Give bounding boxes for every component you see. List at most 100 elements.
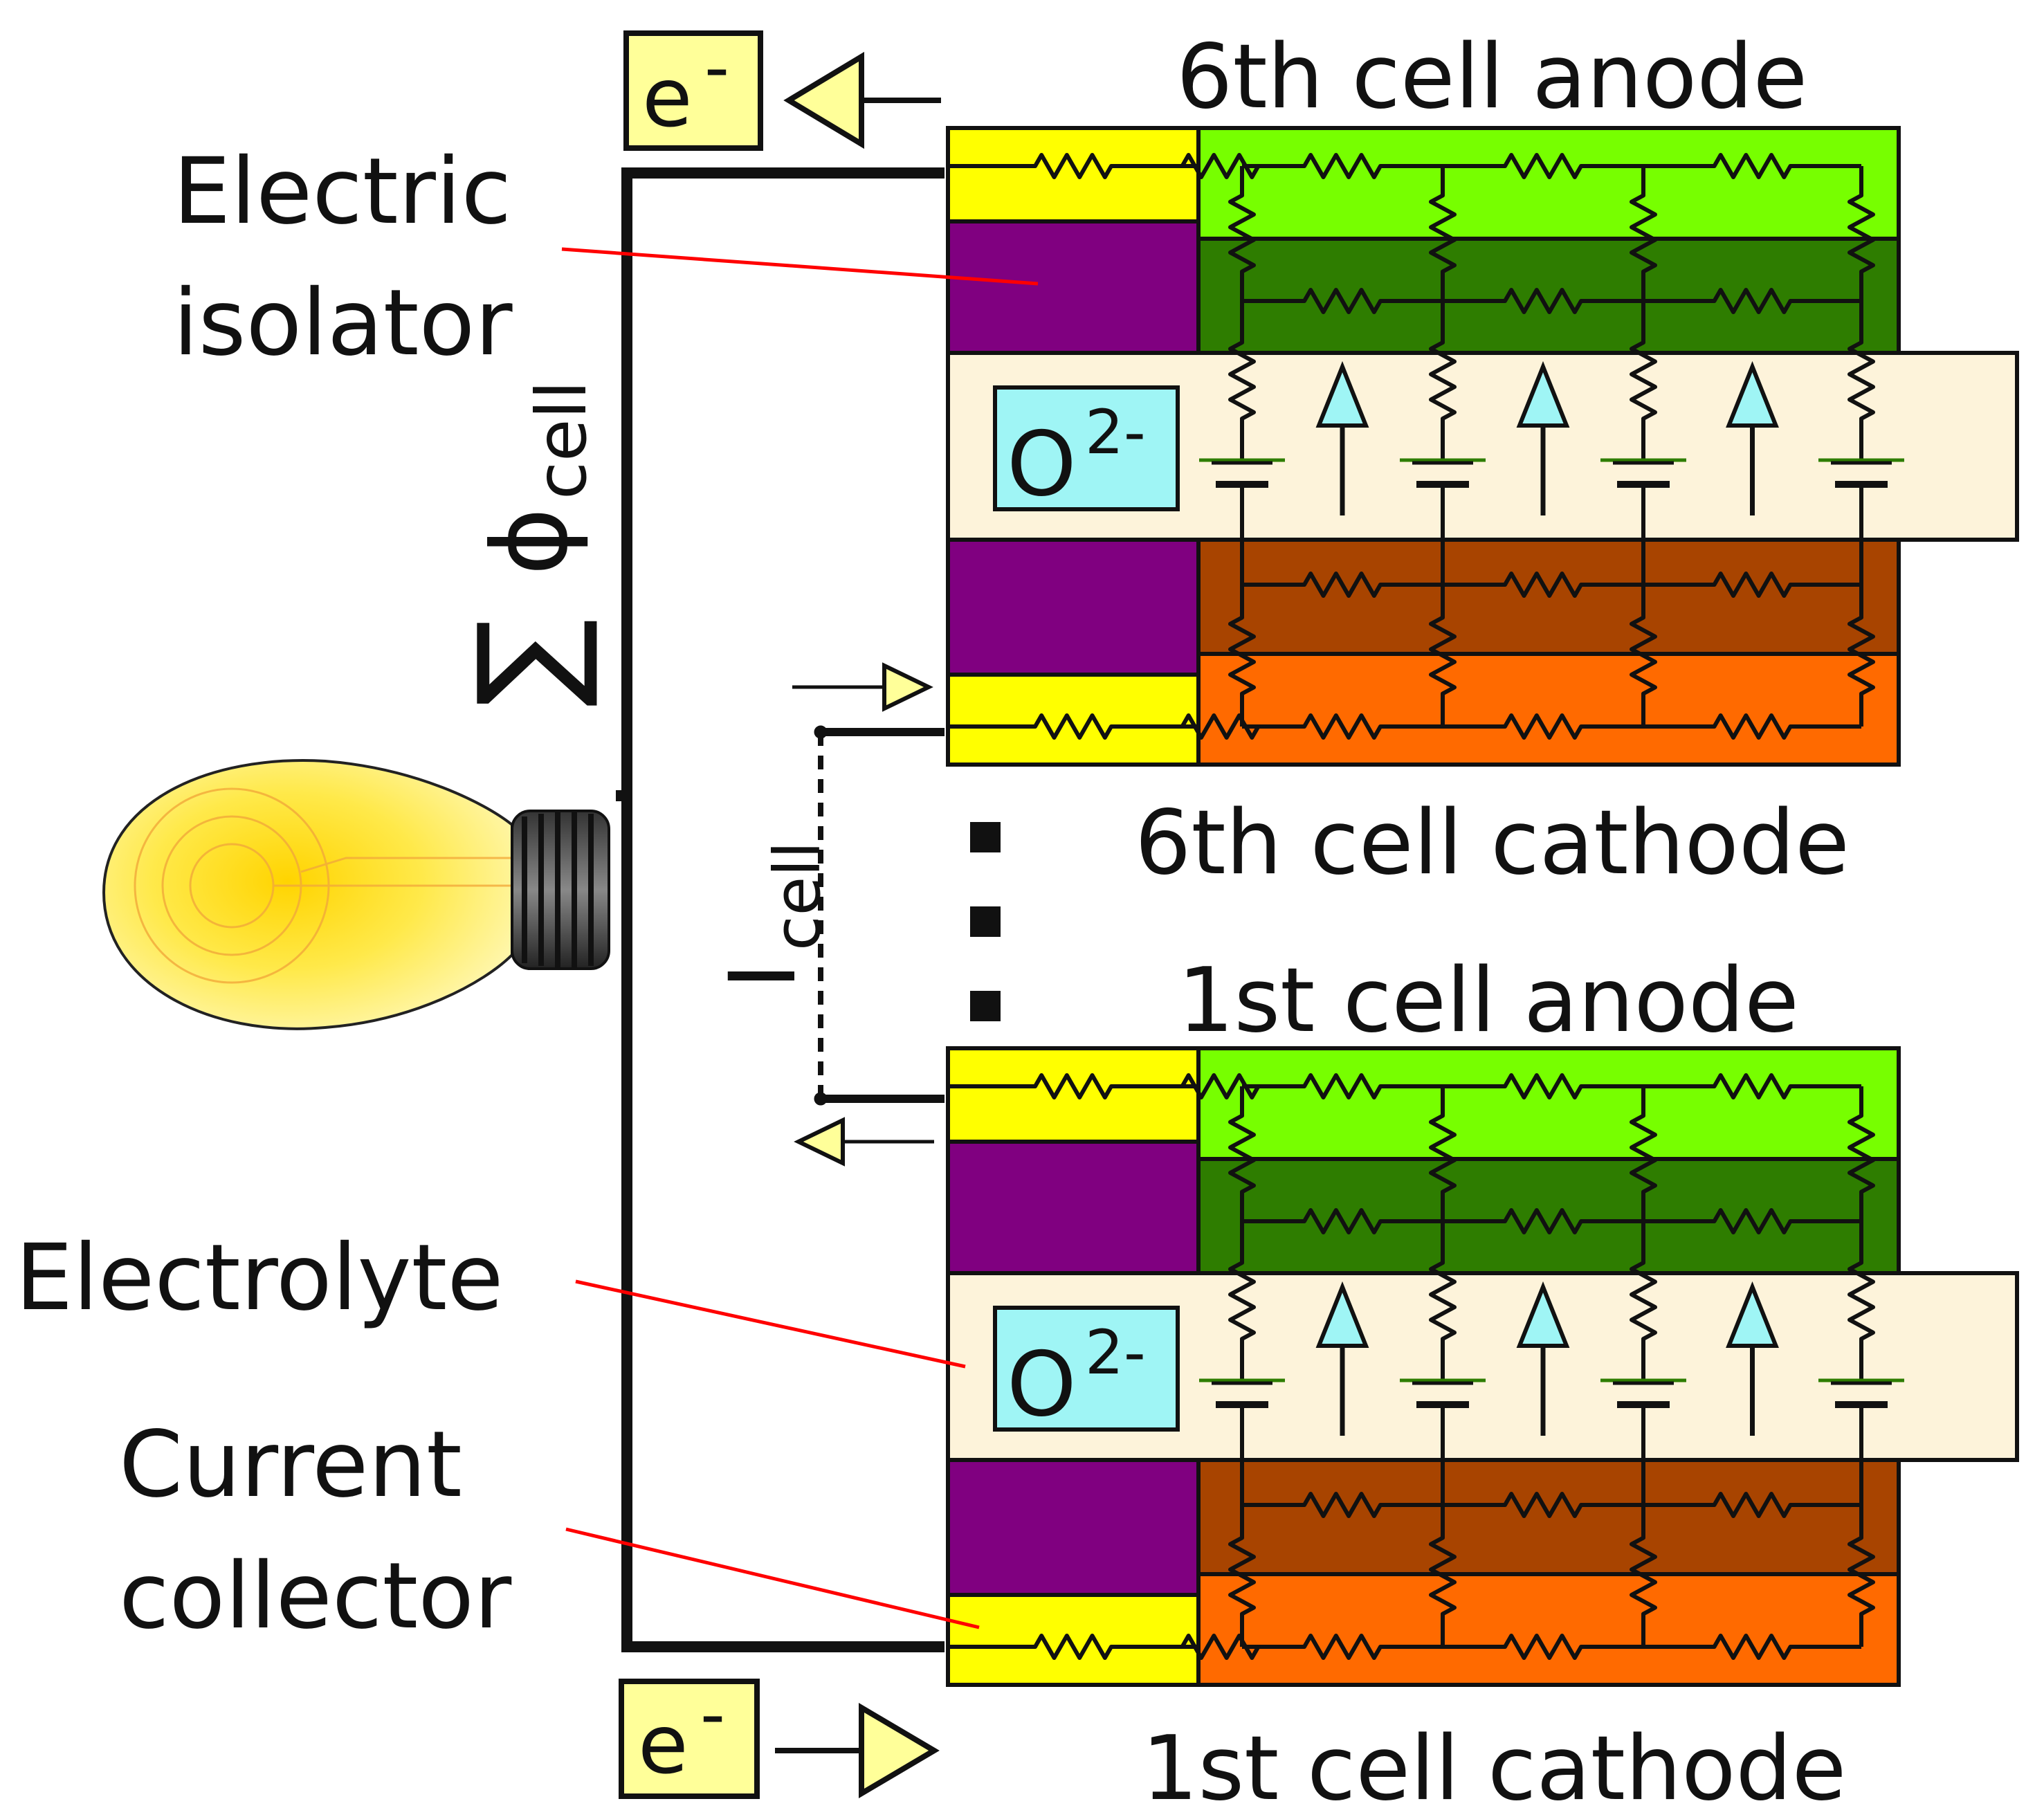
resistor-icon — [1228, 1221, 1256, 1380]
cell1-anode-label: 1st cell anode — [1178, 949, 1799, 1052]
resistor-icon — [1847, 1221, 1875, 1380]
resistor-icon — [1643, 1073, 1861, 1099]
ion-label: O — [1007, 413, 1077, 516]
resistor-icon — [1429, 585, 1457, 727]
current-collector-label-line2: collector — [119, 1543, 512, 1650]
resistor-icon — [1180, 153, 1261, 179]
resistor-icon — [1643, 572, 1861, 598]
resistor-icon — [1242, 153, 1443, 179]
resistor-icon — [1443, 1492, 1643, 1518]
current-collector-cathode — [946, 673, 1201, 767]
arrow-icon — [1315, 1281, 1369, 1348]
electrolyte-label: Electrolyte — [15, 1225, 504, 1331]
resistor-icon — [1429, 1221, 1457, 1380]
leader-lines — [561, 247, 1039, 1629]
electron-label: e — [642, 50, 693, 145]
arrow-icon — [1516, 360, 1570, 428]
resistor-icon — [1643, 1208, 1861, 1234]
anode-outer-layer — [1196, 126, 1901, 241]
resistor-icon — [1242, 1634, 1443, 1660]
resistor-icon — [1443, 572, 1643, 598]
voltage-sum-label: ∑ ϕ cell — [450, 381, 603, 707]
phi-subscript: cell — [521, 381, 602, 500]
current-subscript: cell — [760, 841, 834, 951]
resistor-icon — [1242, 713, 1443, 740]
anode-outer-layer — [1196, 1046, 1901, 1161]
interconnect-wire — [814, 725, 945, 1106]
isolator-anode-side — [946, 1140, 1201, 1275]
external-circuit-wire — [616, 167, 945, 1652]
resistor-icon — [1429, 301, 1457, 460]
arrow-icon — [1726, 1281, 1779, 1348]
resistor-icon — [1228, 1505, 1256, 1647]
stack-ellipsis — [970, 822, 1001, 1021]
resistor-icon — [948, 1634, 1198, 1660]
anode-inner-layer — [1196, 237, 1901, 355]
resistor-icon — [1847, 166, 1875, 301]
current-label: I cell — [710, 841, 834, 989]
resistor-icon — [1643, 713, 1861, 740]
resistor-icon — [1443, 288, 1643, 314]
electron-box-top: e - — [623, 27, 763, 151]
resistor-icon — [1443, 1073, 1643, 1099]
electron-charge: - — [704, 27, 729, 108]
resistor-icon — [1847, 301, 1875, 460]
resistor-icon — [1630, 1086, 1657, 1221]
cell6-cathode-label: 6th cell cathode — [1135, 792, 1850, 895]
arrow-icon — [1726, 360, 1779, 428]
electron-label: e — [638, 1697, 688, 1792]
ion-label: O — [1007, 1333, 1077, 1436]
resistor-icon — [1443, 153, 1643, 179]
resistor-icon — [1847, 1086, 1875, 1221]
resistor-icon — [1630, 301, 1657, 460]
resistor-icon — [1228, 1086, 1256, 1221]
resistor-icon — [1643, 1492, 1861, 1518]
electric-isolator-label-line1: Electric — [173, 138, 511, 245]
resistor-icon — [1429, 166, 1457, 301]
cell1-cathode-label: 1st cell cathode — [1142, 1717, 1846, 1817]
resistor-icon — [1228, 301, 1256, 460]
current-collector-anode — [946, 126, 1201, 223]
current-collector-cathode — [946, 1593, 1201, 1687]
ion-charge: 2- — [1085, 1317, 1146, 1388]
electric-isolator-label-line2: isolator — [173, 270, 513, 376]
isolator-cathode-side — [946, 538, 1201, 677]
resistor-icon — [1180, 1634, 1261, 1660]
resistor-icon — [948, 713, 1198, 740]
light-bulb-icon — [102, 759, 610, 1030]
cell6-anode-label: 6th cell anode — [1176, 26, 1807, 129]
arrow-icon — [1516, 1281, 1570, 1348]
resistor-icon — [1443, 1208, 1643, 1234]
resistor-icon — [1242, 288, 1443, 314]
arrow-icon — [775, 51, 941, 1799]
resistor-icon — [1630, 1505, 1657, 1647]
resistor-icon — [1429, 1086, 1457, 1221]
resistor-icon — [1443, 713, 1643, 740]
electron-box-bottom: e - — [619, 1674, 760, 1799]
resistor-icon — [1228, 585, 1256, 727]
ion-charge: 2- — [1085, 396, 1146, 468]
resistor-icon — [1228, 166, 1256, 301]
isolator-anode-side — [946, 219, 1201, 355]
current-collector-label-line1: Current — [119, 1412, 462, 1518]
anode-inner-layer — [1196, 1157, 1901, 1275]
cathode-outer-layer — [1196, 652, 1901, 767]
resistor-icon — [948, 1073, 1198, 1099]
resistor-icon — [1847, 1505, 1875, 1647]
resistor-icon — [1429, 1505, 1457, 1647]
resistor-icon — [1643, 1634, 1861, 1660]
current-collector-anode — [946, 1046, 1201, 1144]
sum-symbol: ∑ — [450, 619, 603, 707]
isolator-cathode-side — [946, 1458, 1201, 1597]
resistor-icon — [1180, 1073, 1261, 1099]
cathode-outer-layer — [1196, 1572, 1901, 1687]
phi-symbol: ϕ — [471, 507, 591, 576]
resistor-icon — [1630, 585, 1657, 727]
resistor-icon — [1630, 166, 1657, 301]
resistor-icon — [1443, 1634, 1643, 1660]
